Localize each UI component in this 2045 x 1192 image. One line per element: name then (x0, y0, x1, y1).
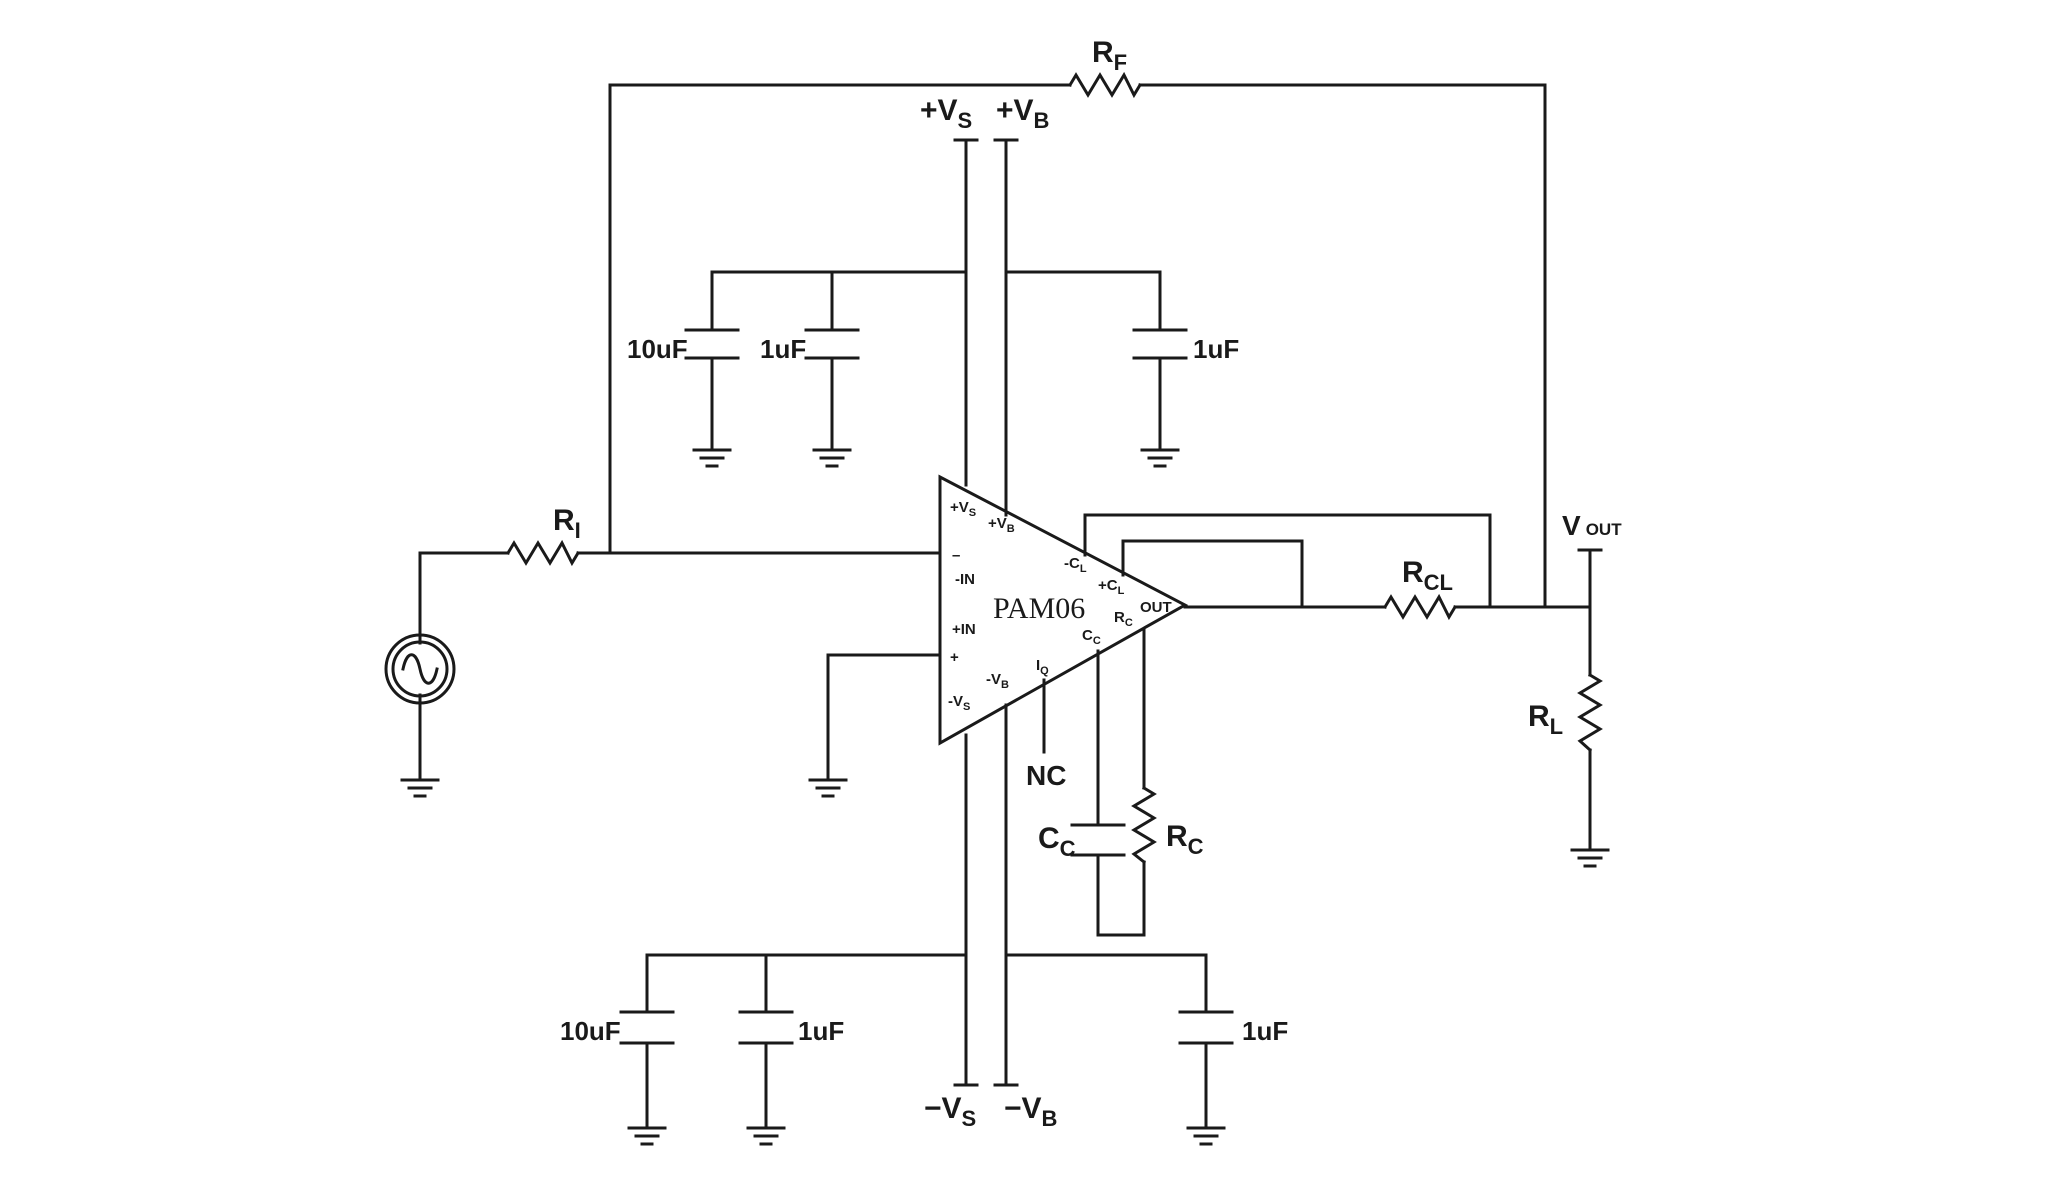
resistor-rc (1131, 785, 1157, 865)
feedback-path (608, 83, 1547, 609)
pin-neg-vb: -VB (986, 671, 1009, 691)
capacitor-cc (1070, 823, 1126, 857)
supply-rails (953, 138, 1019, 1087)
pin-pos-vs: +VS (950, 499, 976, 519)
ground-icon (1186, 1126, 1226, 1146)
pin-out: OUT (1140, 599, 1172, 616)
ground-icon (1570, 848, 1610, 868)
label-rl: RL (1528, 700, 1563, 739)
label-neg-vb: −VB (1004, 1092, 1057, 1131)
label-pos-vb: +VB (996, 94, 1049, 133)
opamp-pam06 (938, 474, 1189, 746)
plus-in-ground-wiring (826, 653, 942, 782)
opamp-part-label: PAM06 (993, 592, 1085, 625)
ground-icon (808, 778, 848, 798)
label-cc: CC (1038, 822, 1076, 861)
label-neg-vs: −VS (924, 1092, 976, 1131)
label-cap-top-1uf-right: 1uF (1193, 334, 1239, 364)
output-wiring (1083, 513, 1592, 609)
compensation-network (1096, 627, 1146, 937)
ground-icon (812, 448, 852, 468)
pin-iq: IQ (1036, 657, 1049, 677)
label-cap-top-1uf-left: 1uF (760, 334, 806, 364)
pin-neg-vs: -VS (948, 693, 970, 713)
resistor-rcl (1382, 593, 1458, 621)
vout-node (1577, 548, 1603, 852)
ground-icon (692, 448, 732, 468)
label-rf: RF (1092, 36, 1127, 75)
pin-pos-vb: +VB (988, 515, 1015, 535)
capacitor-bottom-1uf-right (1178, 1010, 1234, 1130)
capacitor-bottom-1uf-left (738, 1010, 794, 1130)
label-cap-top-10uf: 10uF (627, 334, 688, 364)
label-cap-bottom-10uf: 10uF (560, 1016, 621, 1046)
pin-plus-sign: + (950, 649, 959, 666)
bottom-decoupling-network (645, 953, 1208, 1014)
ac-source-icon (384, 633, 456, 705)
capacitor-top-10uf (684, 328, 740, 452)
top-decoupling-network (710, 270, 1162, 332)
resistor-rl (1577, 672, 1603, 753)
capacitor-top-1uf-left (804, 328, 860, 452)
capacitor-top-1uf-right (1132, 328, 1188, 452)
pin-minus-cl: -CL (1064, 555, 1087, 575)
label-pos-vs: +VS (920, 94, 972, 133)
pin-rc: RC (1114, 609, 1133, 629)
resistor-rf (1067, 71, 1143, 99)
label-rc: RC (1166, 820, 1204, 859)
label-cap-bottom-1uf-left: 1uF (798, 1016, 844, 1046)
ground-icon (746, 1126, 786, 1146)
ground-icon (627, 1126, 667, 1146)
label-nc: NC (1026, 760, 1066, 791)
resistor-ri (505, 539, 581, 567)
pin-minus-sign: – (952, 547, 960, 564)
label-ri: RI (553, 504, 581, 543)
label-rcl: RCL (1402, 556, 1453, 595)
pin-plus-in: +IN (952, 621, 976, 638)
capacitor-bottom-10uf (619, 1010, 675, 1130)
input-wiring (418, 551, 942, 782)
ground-icon (400, 778, 440, 798)
ground-icon (1140, 448, 1180, 468)
pin-minus-in: -IN (955, 571, 975, 588)
pin-plus-cl: +CL (1098, 577, 1125, 597)
pin-cc: CC (1082, 627, 1101, 647)
label-cap-bottom-1uf-right: 1uF (1242, 1016, 1288, 1046)
